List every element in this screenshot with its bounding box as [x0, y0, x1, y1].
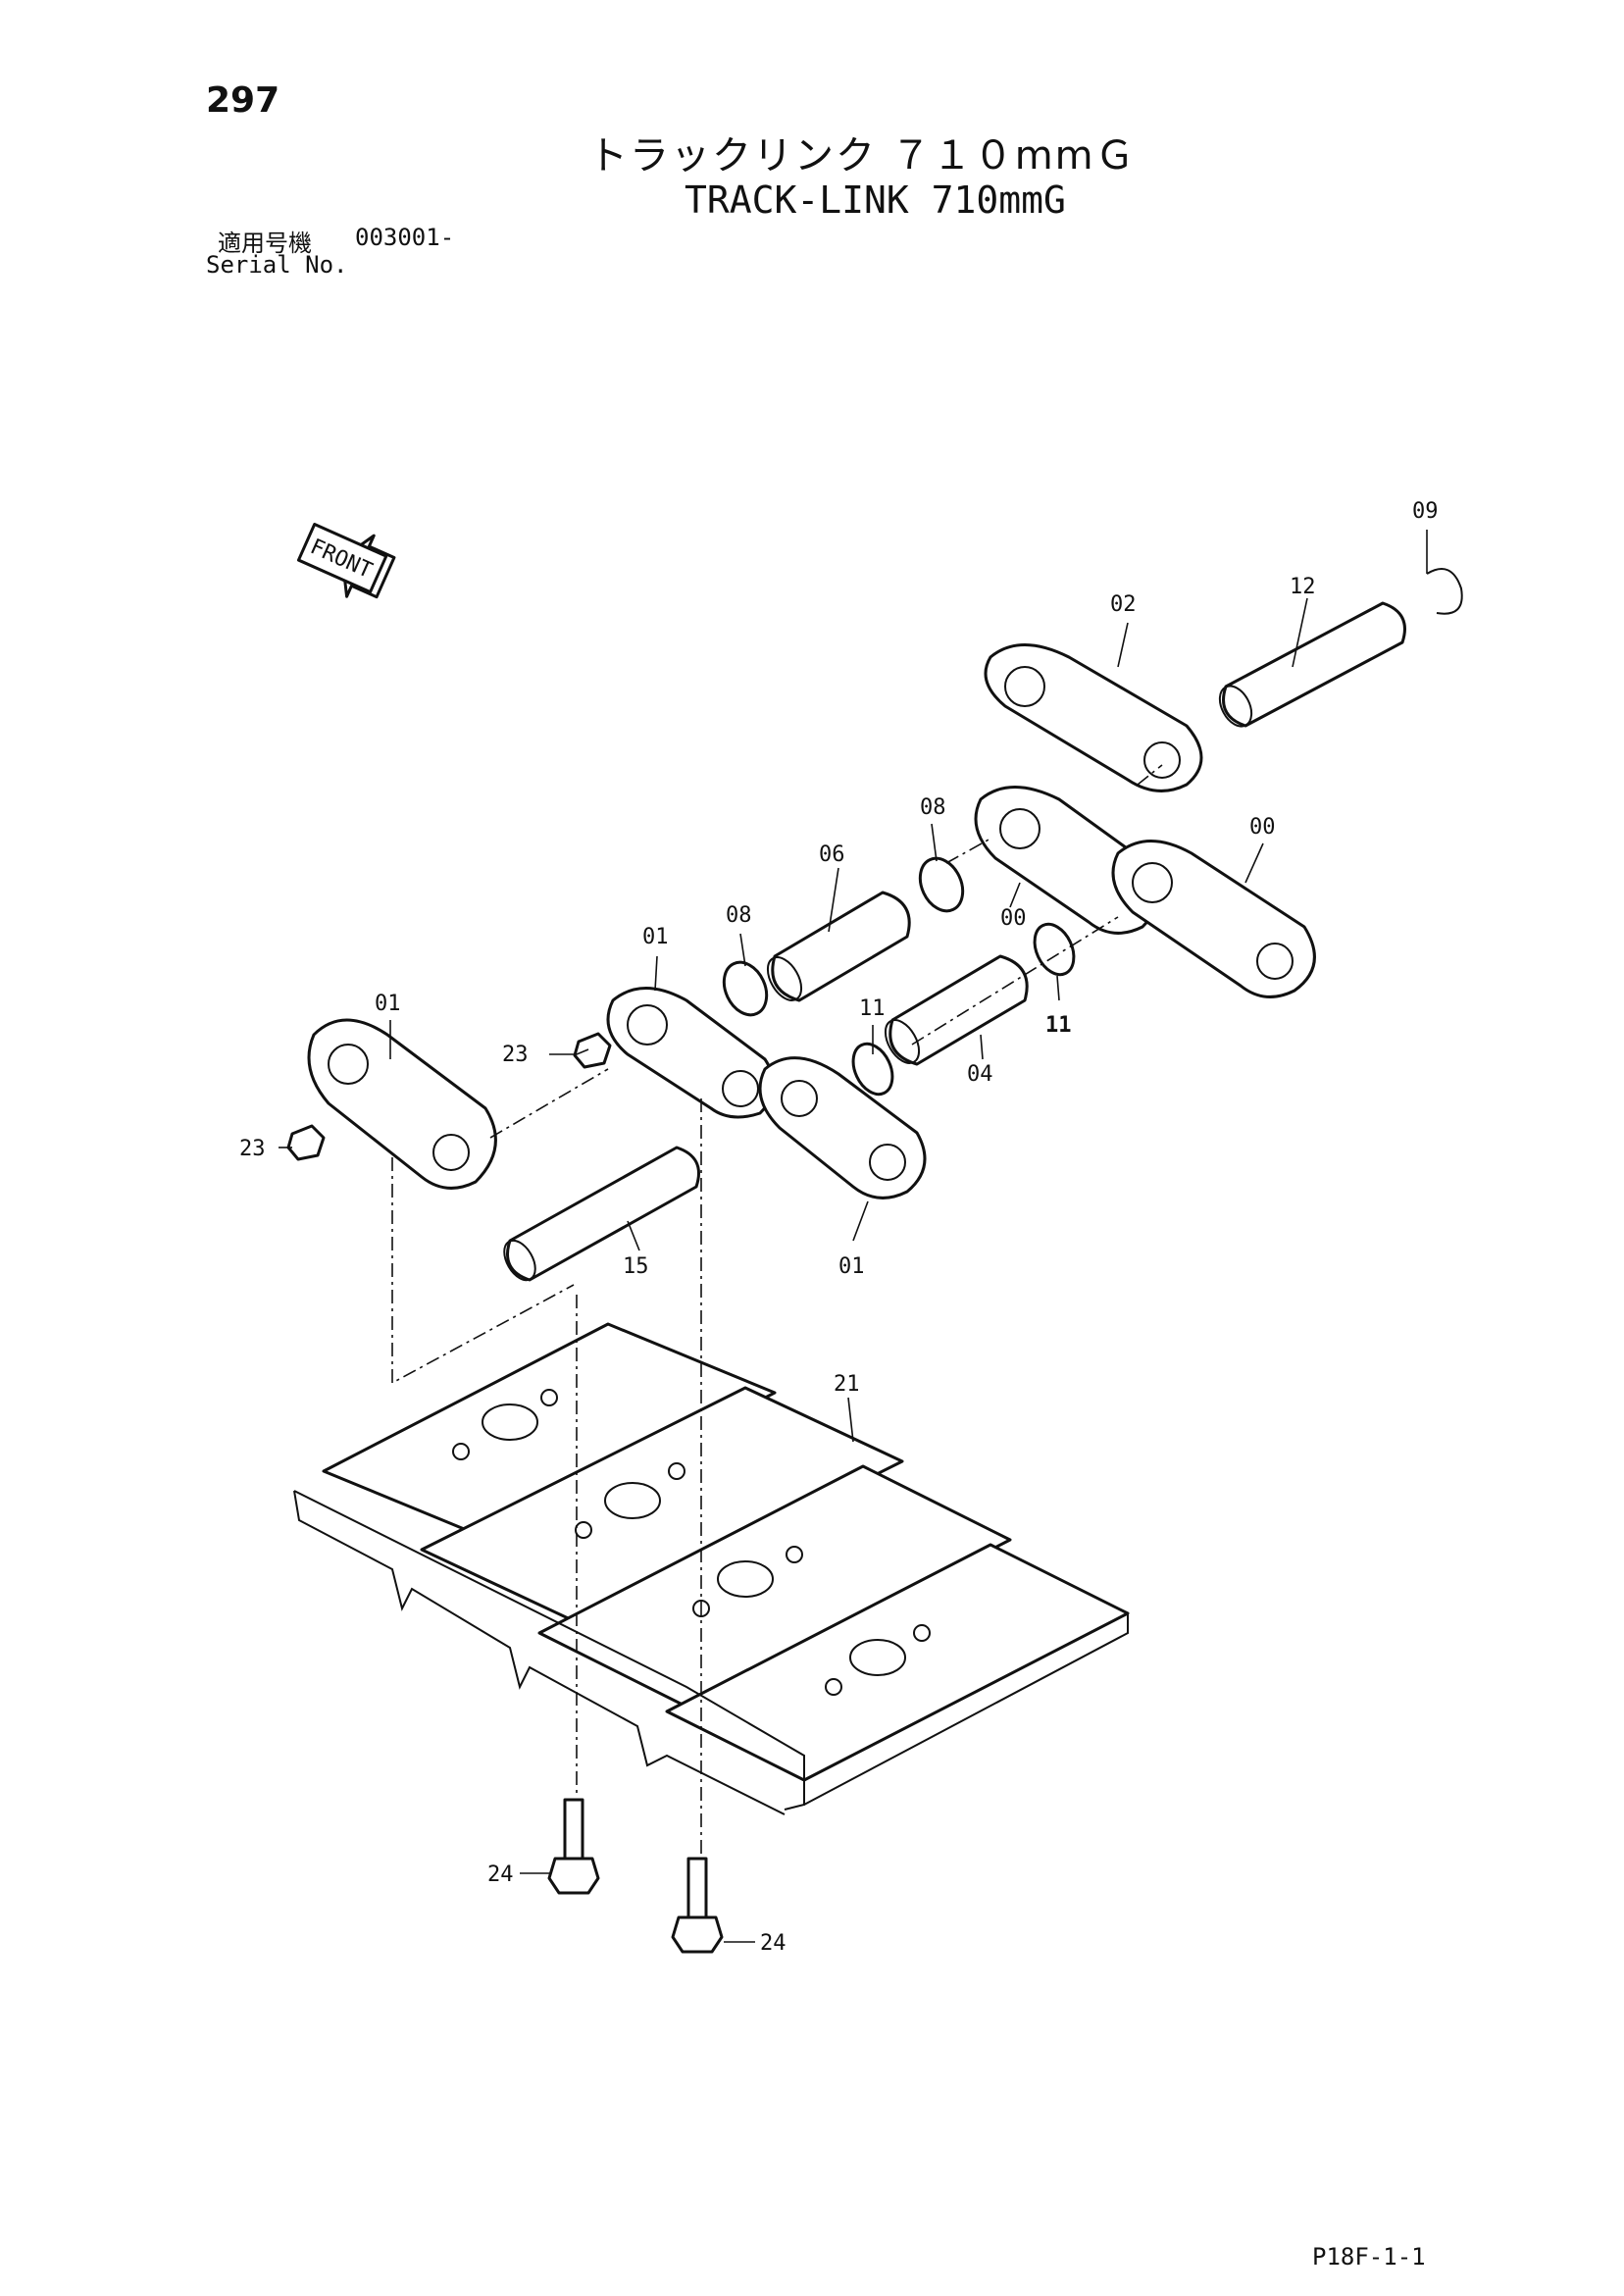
track-pin-12 [1218, 601, 1406, 728]
leader-lines [279, 530, 1428, 1943]
seal-08-left [722, 960, 769, 1017]
callout-00-lower: 00 [1000, 906, 1027, 931]
callout-11-left: 11 [859, 996, 886, 1021]
master-pin-15 [503, 1146, 700, 1282]
assembly-line-4 [489, 1068, 609, 1139]
track-link-02 [984, 643, 1203, 792]
serial-label-english: Serial No. [206, 251, 348, 279]
track-link-01-lower [758, 1056, 927, 1199]
callout-01-left: 01 [375, 992, 401, 1016]
track-link-00-lower [1111, 840, 1316, 998]
callout-00-upper: 00 [1249, 815, 1276, 840]
shoe-nut-23-right [573, 1032, 612, 1069]
front-direction-arrow: FRONT [296, 523, 396, 599]
track-shoe-plates [293, 1322, 1130, 1815]
callout-06: 06 [819, 842, 845, 867]
shoe-nut-23-left [286, 1124, 326, 1161]
callout-01-middle: 01 [642, 925, 669, 949]
callout-01-lower: 01 [838, 1254, 865, 1279]
callout-04: 04 [967, 1062, 993, 1087]
callout-24-left: 24 [487, 1862, 514, 1887]
title-japanese: トラックリンク ７１０mmＧ [588, 133, 1137, 179]
bushing-04 [884, 954, 1029, 1066]
shoe-bolt-24-right [671, 1857, 724, 1954]
assembly-line-1 [391, 1157, 575, 1385]
callout-02: 02 [1110, 592, 1137, 617]
track-link-01-left [307, 1018, 497, 1190]
snap-ring-09 [1426, 568, 1463, 615]
seal-11-left [851, 1042, 894, 1097]
callout-08-upper: 08 [920, 795, 946, 820]
callout-15: 15 [623, 1254, 649, 1279]
assembly-line-7 [1137, 764, 1163, 786]
title-english: TRACK-LINK 710mmG [685, 179, 1066, 222]
callout-08-lower: 08 [726, 903, 752, 928]
serial-number-value: 003001- [355, 224, 455, 251]
callout-24-right: 24 [760, 1931, 787, 1956]
seal-11-right [1033, 922, 1076, 977]
callout-23-right: 23 [502, 1043, 529, 1067]
shoe-bolt-24-left [547, 1798, 600, 1895]
serial-label-japanese: 適用号機 [218, 230, 312, 257]
page-number: 297 [206, 80, 280, 121]
callout-09: 09 [1412, 499, 1439, 524]
track-link-00-upper [974, 786, 1160, 935]
bushing-06 [766, 891, 911, 1002]
seal-08-right [918, 856, 965, 913]
figure-code: P18F-1-1 [1312, 2243, 1426, 2270]
assembly-line-6 [945, 838, 991, 864]
callout-12: 12 [1290, 575, 1316, 599]
callout-21: 21 [834, 1372, 860, 1397]
callout-23-left: 23 [239, 1137, 266, 1161]
callout-11-right: 11 [1045, 1013, 1072, 1038]
track-link-01-middle [606, 987, 776, 1119]
